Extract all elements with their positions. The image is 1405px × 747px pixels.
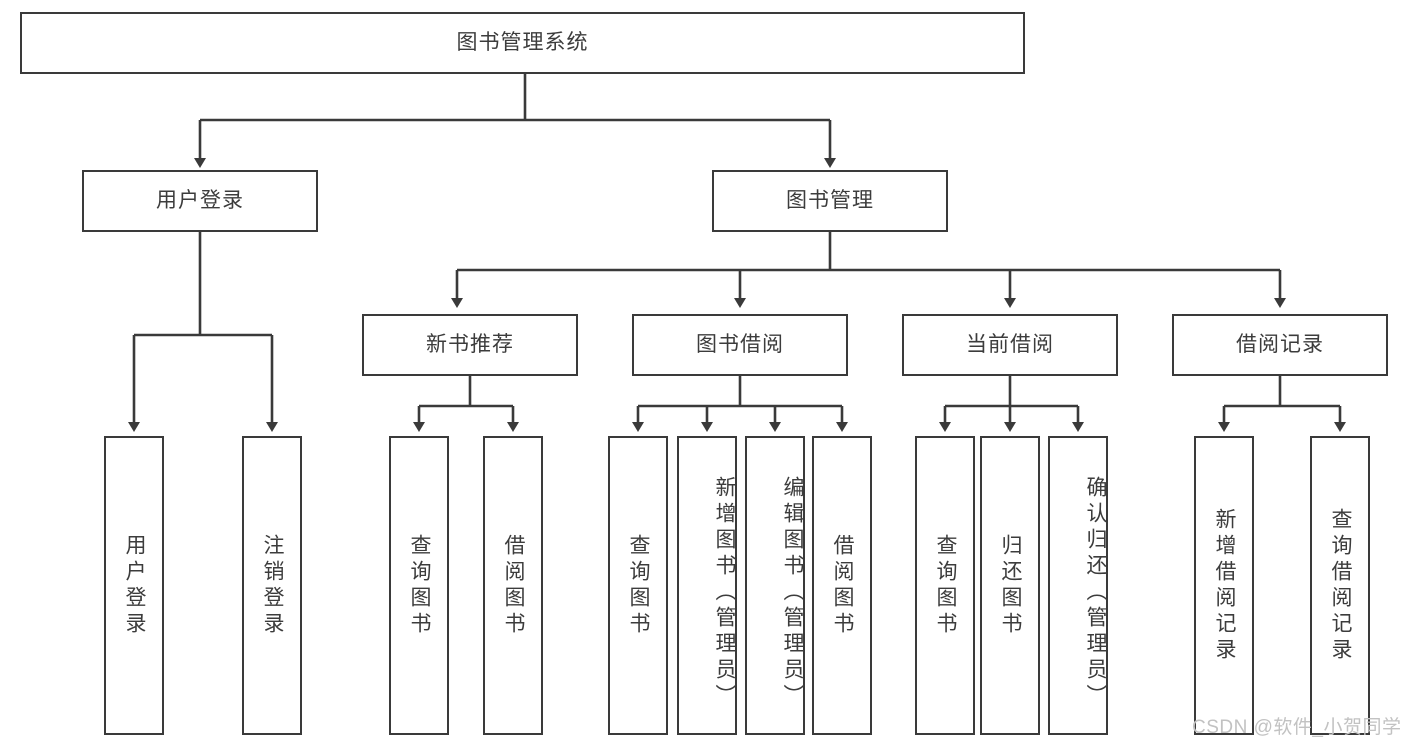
node-new-book-recommend[interactable]: 新书推荐 (362, 314, 578, 376)
node-leaf-return-book-label: 归还图书 (999, 533, 1023, 638)
node-book-borrow[interactable]: 图书借阅 (632, 314, 848, 376)
node-book-manage-label: 图书管理 (786, 189, 874, 213)
node-leaf-confirm-return[interactable]: 确认归还（管理员） (1048, 436, 1108, 735)
node-leaf-query-book-1[interactable]: 查询图书 (389, 436, 449, 735)
node-leaf-edit-book[interactable]: 编辑图书（管理员） (745, 436, 805, 735)
node-leaf-user-login[interactable]: 用户登录 (104, 436, 164, 735)
node-leaf-borrow-book-1-label: 借阅图书 (502, 533, 526, 638)
node-leaf-query-book-1-label: 查询图书 (408, 533, 432, 638)
node-leaf-add-book-label: 新增图书（管理员） (713, 475, 736, 710)
node-leaf-borrow-book-2[interactable]: 借阅图书 (812, 436, 872, 735)
node-root-label: 图书管理系统 (456, 31, 589, 55)
node-leaf-user-logout[interactable]: 注销登录 (242, 436, 302, 735)
node-leaf-add-record[interactable]: 新增借阅记录 (1194, 436, 1254, 735)
node-user-login-label: 用户登录 (156, 189, 244, 213)
node-new-book-recommend-label: 新书推荐 (426, 333, 514, 357)
node-book-manage[interactable]: 图书管理 (712, 170, 948, 232)
node-leaf-query-record[interactable]: 查询借阅记录 (1310, 436, 1370, 735)
node-leaf-return-book[interactable]: 归还图书 (980, 436, 1040, 735)
node-user-login[interactable]: 用户登录 (82, 170, 318, 232)
node-leaf-query-book-2[interactable]: 查询图书 (608, 436, 668, 735)
node-root[interactable]: 图书管理系统 (20, 12, 1025, 74)
node-leaf-add-record-label: 新增借阅记录 (1213, 507, 1237, 664)
node-leaf-edit-book-label: 编辑图书（管理员） (781, 475, 804, 710)
node-leaf-query-book-3-label: 查询图书 (934, 533, 958, 638)
node-leaf-confirm-return-label: 确认归还（管理员） (1084, 475, 1107, 710)
node-book-borrow-label: 图书借阅 (696, 333, 784, 357)
watermark: CSDN @软件_小贺同学 (1192, 717, 1402, 738)
node-leaf-user-logout-label: 注销登录 (261, 533, 285, 638)
node-leaf-user-login-label: 用户登录 (123, 533, 147, 638)
node-leaf-query-record-label: 查询借阅记录 (1329, 507, 1353, 664)
node-current-borrow-label: 当前借阅 (966, 333, 1054, 357)
node-leaf-query-book-2-label: 查询图书 (627, 533, 651, 638)
node-leaf-borrow-book-2-label: 借阅图书 (831, 533, 855, 638)
node-leaf-query-book-3[interactable]: 查询图书 (915, 436, 975, 735)
node-borrow-record-label: 借阅记录 (1236, 333, 1324, 357)
node-borrow-record[interactable]: 借阅记录 (1172, 314, 1388, 376)
node-leaf-borrow-book-1[interactable]: 借阅图书 (483, 436, 543, 735)
node-current-borrow[interactable]: 当前借阅 (902, 314, 1118, 376)
node-leaf-add-book[interactable]: 新增图书（管理员） (677, 436, 737, 735)
